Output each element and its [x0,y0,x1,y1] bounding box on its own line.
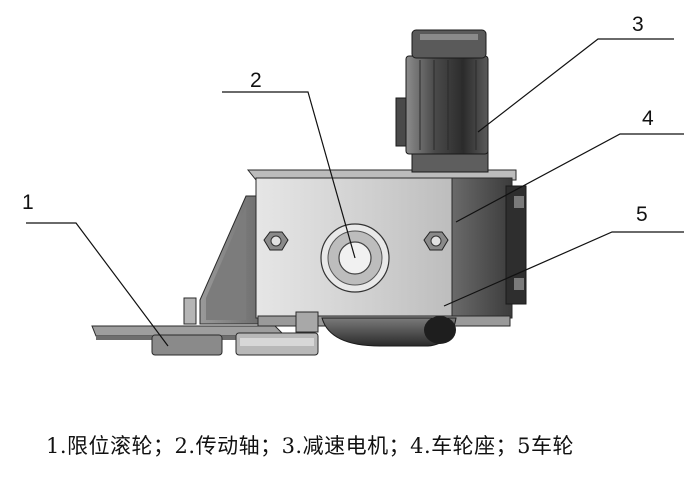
hex-bolt [423,231,449,251]
hex-bolt [263,231,289,251]
geared-motor [395,29,489,173]
leader-lines [26,38,684,347]
callout-number-2: 2 [250,69,262,92]
leader-line-5 [443,231,684,307]
callout-number-4: 4 [642,107,654,130]
leader-line-3 [477,38,674,133]
figure-caption: 1.限位滚轮；2.传动轴；3.减速电机；4.车轮座；5车轮 [46,434,575,458]
side-bracket [183,195,263,325]
callout-number-5: 5 [636,203,648,226]
limit-roller [151,332,319,356]
callout-number-1: 1 [22,191,34,214]
leader-line-2 [222,91,356,259]
leader-line-1 [26,222,169,347]
wheel [295,311,457,347]
leader-line-4 [455,133,684,223]
callout-number-3: 3 [632,13,644,36]
